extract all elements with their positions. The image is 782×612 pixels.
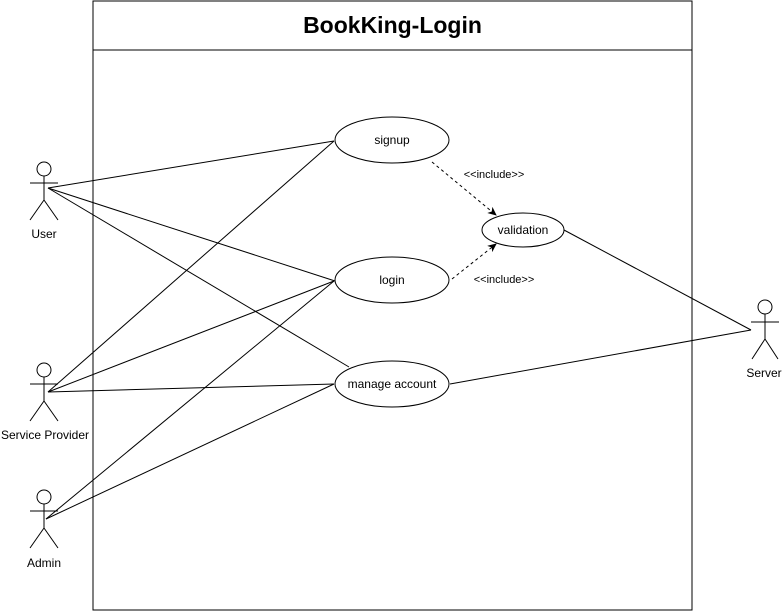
assoc-validation-server <box>563 229 752 331</box>
assoc-service-provider-login <box>47 280 335 393</box>
use-case-login-label: login <box>379 273 404 287</box>
use-case-validation[interactable]: validation <box>481 212 565 248</box>
include-arrow-signup-validation <box>431 161 497 216</box>
include-label-login: <<include>> <box>474 274 535 286</box>
stick-figure-icon <box>29 362 59 422</box>
stick-figure-icon <box>751 299 779 360</box>
assoc-user-signup <box>47 140 335 189</box>
assoc-manage-account-server <box>449 329 752 385</box>
actor-service-provider[interactable]: Service Provider <box>1 362 89 442</box>
actor-user-label: User <box>31 227 56 241</box>
system-boundary: BookKing-Login <box>92 0 693 611</box>
assoc-service-provider-signup <box>47 140 335 393</box>
assoc-user-manage-account <box>47 187 350 368</box>
assoc-service-provider-manage-account <box>47 383 335 393</box>
use-case-login[interactable]: login <box>334 256 450 304</box>
use-case-signup-label: signup <box>374 133 410 147</box>
include-relations: <<include>> <<include>> <box>431 161 535 286</box>
use-case-manage-account-label: manage account <box>348 377 437 391</box>
actor-server-label: Server <box>746 366 781 380</box>
associations <box>45 140 752 520</box>
actor-service-provider-label: Service Provider <box>1 428 89 442</box>
assoc-user-login <box>47 187 336 282</box>
assoc-admin-login <box>45 280 335 520</box>
actor-admin-label: Admin <box>27 556 61 570</box>
actor-user[interactable]: User <box>29 161 59 241</box>
include-label-signup: <<include>> <box>464 169 525 181</box>
use-case-validation-label: validation <box>498 223 549 237</box>
actor-admin[interactable]: Admin <box>27 489 61 570</box>
stick-figure-icon <box>29 161 59 221</box>
use-case-manage-account[interactable]: manage account <box>334 360 450 408</box>
system-title: BookKing-Login <box>303 12 482 38</box>
use-case-signup[interactable]: signup <box>334 116 450 164</box>
assoc-admin-manage-account <box>45 383 335 520</box>
actor-server[interactable]: Server <box>746 299 782 380</box>
stick-figure-icon <box>29 489 59 549</box>
